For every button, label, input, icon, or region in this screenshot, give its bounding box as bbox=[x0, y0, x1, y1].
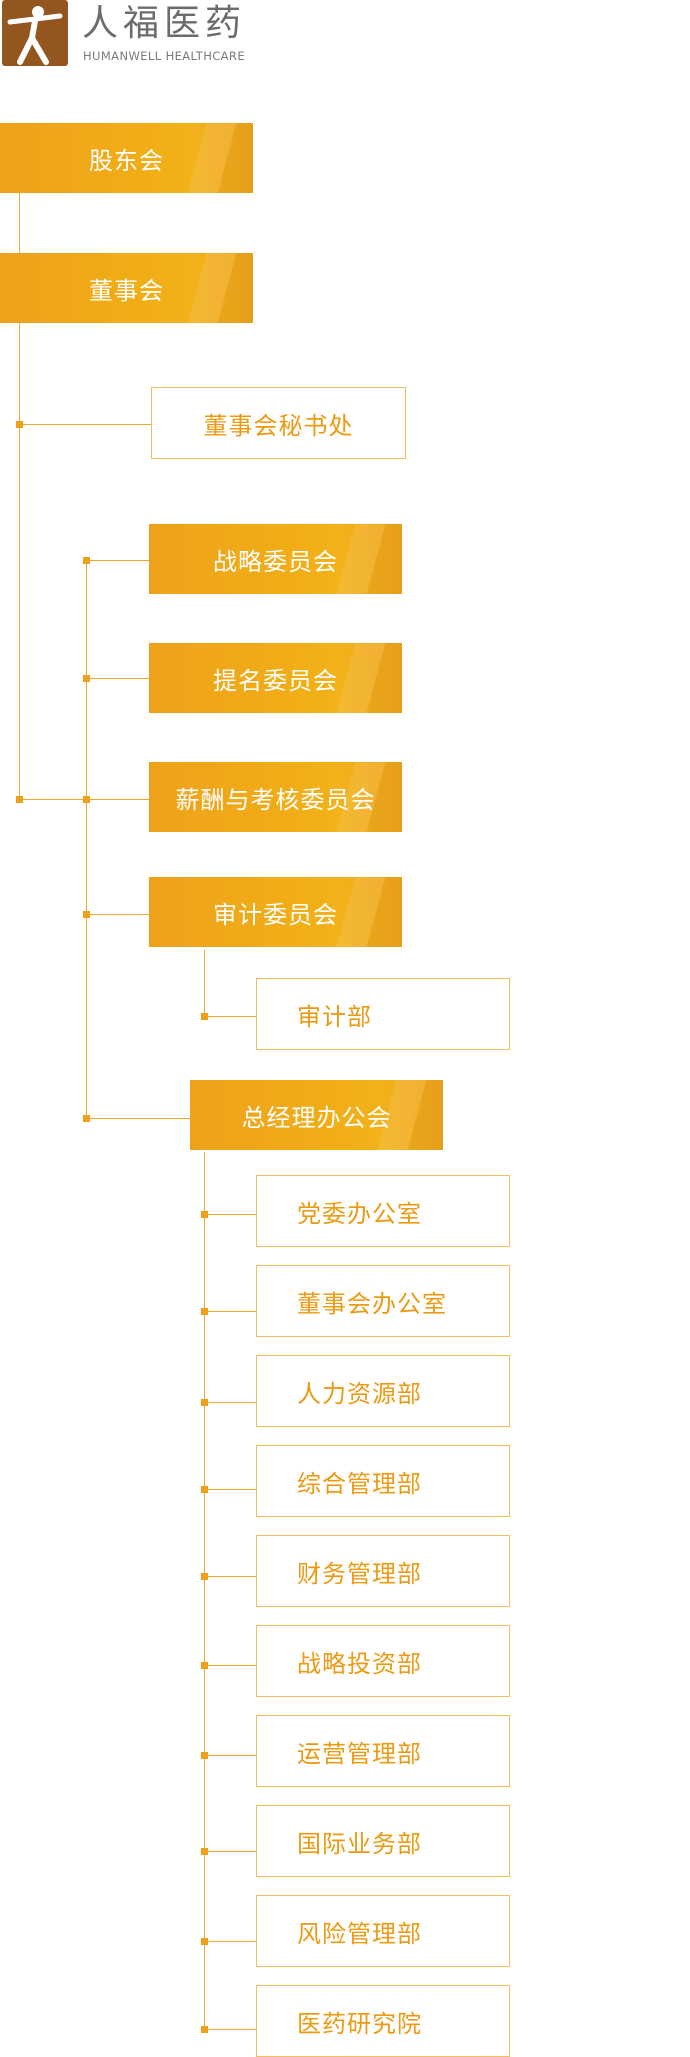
node-nomination-committee: 提名委员会 bbox=[149, 643, 402, 713]
node-board: 董事会 bbox=[0, 253, 253, 323]
secretariat-connector bbox=[19, 424, 151, 425]
dept-connector-4 bbox=[204, 1489, 256, 1490]
person-logo-icon bbox=[2, 0, 68, 66]
strategy-branch-line bbox=[86, 560, 149, 561]
node-department: 董事会办公室 bbox=[256, 1265, 510, 1337]
node-audit-dept-label: 审计部 bbox=[297, 1002, 372, 1031]
connector-dot bbox=[201, 1848, 208, 1855]
node-department-label: 党委办公室 bbox=[297, 1199, 422, 1228]
connector-dot bbox=[201, 1399, 208, 1406]
connector-dot bbox=[83, 557, 90, 564]
dept-connector-7 bbox=[204, 1755, 256, 1756]
node-strategy-committee-label: 战略委员会 bbox=[213, 547, 338, 576]
dept-connector-5 bbox=[204, 1576, 256, 1577]
node-board-label: 董事会 bbox=[89, 276, 164, 305]
node-board-secretariat-label: 董事会秘书处 bbox=[203, 411, 354, 440]
node-department: 财务管理部 bbox=[256, 1535, 510, 1607]
node-department: 风险管理部 bbox=[256, 1895, 510, 1967]
audit-dept-connector bbox=[204, 1016, 256, 1017]
connector-dot bbox=[201, 1211, 208, 1218]
trunk-line bbox=[19, 192, 20, 800]
connector-dot bbox=[83, 675, 90, 682]
node-department: 医药研究院 bbox=[256, 1985, 510, 2057]
node-compensation-committee: 薪酬与考核委员会 bbox=[149, 762, 402, 832]
dept-connector-1 bbox=[204, 1214, 256, 1215]
connector-dot bbox=[201, 1938, 208, 1945]
committee-vertical-line bbox=[86, 560, 87, 1118]
connector-dot bbox=[201, 1486, 208, 1493]
node-audit-committee: 审计委员会 bbox=[149, 877, 402, 947]
node-board-secretariat: 董事会秘书处 bbox=[151, 387, 406, 459]
connector-dot bbox=[83, 1115, 90, 1122]
node-department-label: 风险管理部 bbox=[297, 1919, 422, 1948]
dept-connector-2 bbox=[204, 1311, 256, 1312]
node-department-label: 人力资源部 bbox=[297, 1379, 422, 1408]
node-audit-dept: 审计部 bbox=[256, 978, 510, 1050]
connector-dot bbox=[201, 1013, 208, 1020]
connector-dot bbox=[201, 1752, 208, 1759]
connector-dot bbox=[201, 1662, 208, 1669]
node-department-label: 国际业务部 bbox=[297, 1829, 422, 1858]
gm-child-vertical bbox=[204, 1152, 205, 2030]
dept-connector-3 bbox=[204, 1402, 256, 1403]
node-department-label: 财务管理部 bbox=[297, 1559, 422, 1588]
node-department: 战略投资部 bbox=[256, 1625, 510, 1697]
node-shareholders: 股东会 bbox=[0, 123, 253, 193]
node-department: 人力资源部 bbox=[256, 1355, 510, 1427]
node-department-label: 运营管理部 bbox=[297, 1739, 422, 1768]
node-department-label: 医药研究院 bbox=[297, 2009, 422, 2038]
audit-branch-line bbox=[86, 914, 149, 915]
node-department: 党委办公室 bbox=[256, 1175, 510, 1247]
connector-dot bbox=[83, 796, 90, 803]
dept-connector-10 bbox=[204, 2029, 256, 2030]
brand-subtitle: HUMANWELL HEALTHCARE bbox=[83, 49, 245, 63]
connector-dot bbox=[201, 1308, 208, 1315]
connector-dot bbox=[201, 1573, 208, 1580]
node-department-label: 董事会办公室 bbox=[297, 1289, 447, 1318]
node-gm-office: 总经理办公会 bbox=[190, 1080, 443, 1150]
node-compensation-committee-label: 薪酬与考核委员会 bbox=[175, 785, 376, 814]
brand-name: 人福医药 bbox=[82, 3, 247, 44]
node-strategy-committee: 战略委员会 bbox=[149, 524, 402, 594]
connector-dot bbox=[83, 911, 90, 918]
audit-child-vertical bbox=[204, 950, 205, 1016]
node-department-label: 战略投资部 bbox=[297, 1649, 422, 1678]
dept-connector-6 bbox=[204, 1665, 256, 1666]
node-audit-committee-label: 审计委员会 bbox=[213, 900, 338, 929]
node-department: 综合管理部 bbox=[256, 1445, 510, 1517]
node-shareholders-label: 股东会 bbox=[89, 146, 164, 175]
gm-branch-line bbox=[86, 1118, 190, 1119]
brand-logo: 人福医药 HUMANWELL HEALTHCARE bbox=[0, 0, 260, 72]
node-department-label: 综合管理部 bbox=[297, 1469, 422, 1498]
node-department: 国际业务部 bbox=[256, 1805, 510, 1877]
nomination-branch-line bbox=[86, 678, 149, 679]
connector-dot bbox=[201, 2026, 208, 2033]
connector-dot bbox=[16, 796, 23, 803]
node-gm-office-label: 总经理办公会 bbox=[241, 1103, 392, 1132]
connector-dot bbox=[16, 421, 23, 428]
node-department: 运营管理部 bbox=[256, 1715, 510, 1787]
dept-connector-9 bbox=[204, 1941, 256, 1942]
dept-connector-8 bbox=[204, 1851, 256, 1852]
node-nomination-committee-label: 提名委员会 bbox=[213, 666, 338, 695]
